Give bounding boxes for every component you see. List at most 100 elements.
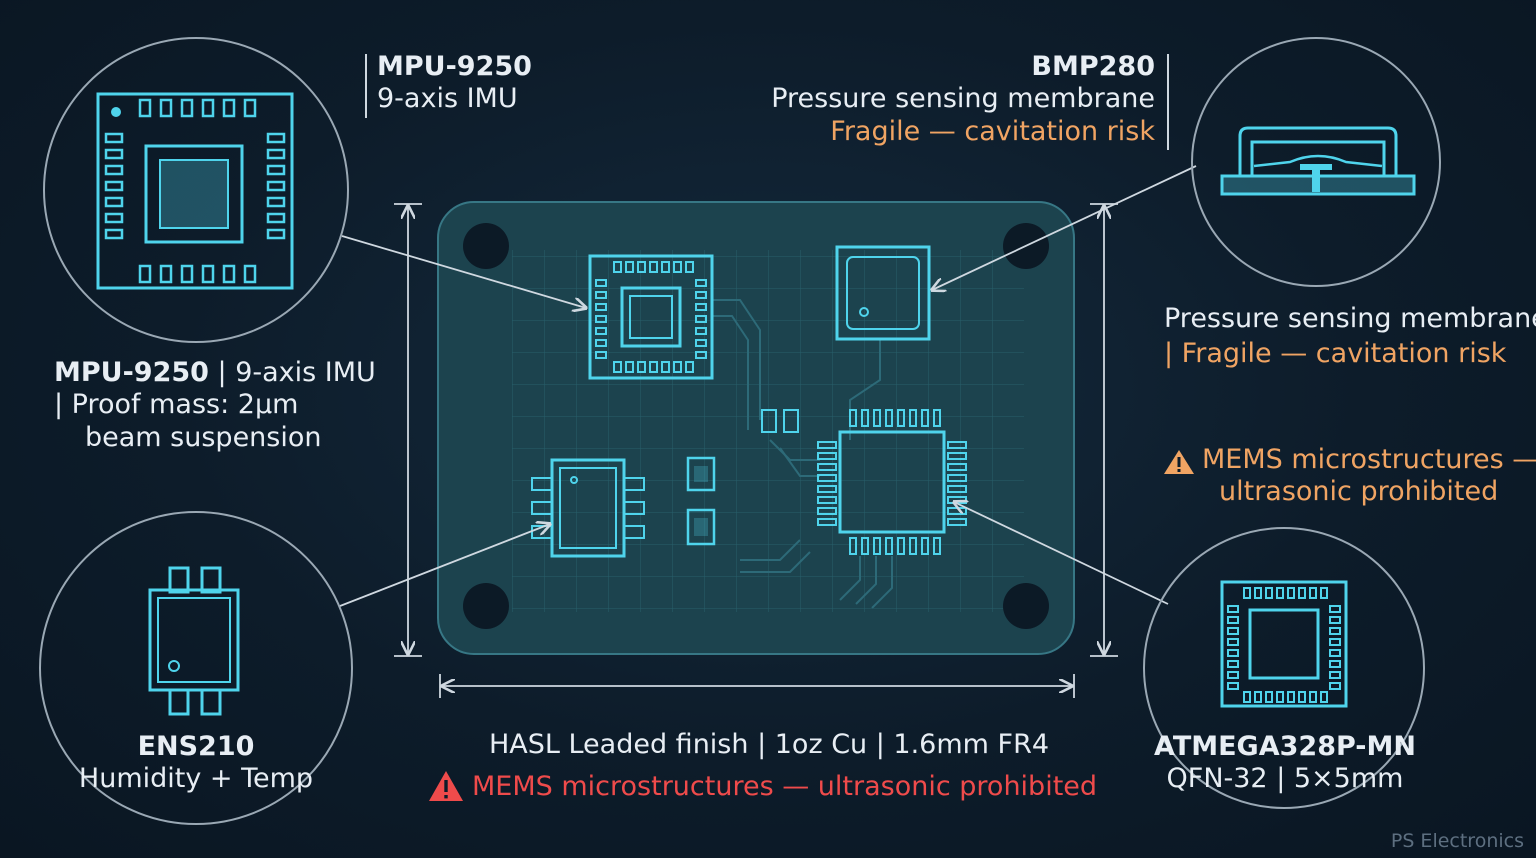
chip-pin: [1298, 587, 1306, 599]
chip-pin: [1227, 660, 1239, 668]
chip-pin: [649, 361, 658, 373]
chip-pin: [861, 537, 869, 555]
chip-pin: [159, 98, 173, 118]
chip-pin: [933, 537, 941, 555]
component-name: MPU-9250: [54, 357, 209, 388]
chip-pin: [1329, 660, 1341, 668]
chip-pin: [1227, 682, 1239, 690]
chip-pin: [1329, 649, 1341, 657]
chip-pin: [673, 261, 682, 273]
chip-pin: [1265, 691, 1273, 703]
magnifier-ens210: [39, 511, 353, 825]
chip-pin: [921, 537, 929, 555]
chip-pin: [1227, 671, 1239, 679]
membrane-line: Pressure sensing membrane: [1164, 303, 1536, 334]
chip-pin: [817, 474, 837, 482]
magnifier-bmp280: [1191, 37, 1441, 287]
chip-pin: [661, 261, 670, 273]
chip-pin: [1227, 649, 1239, 657]
chip-pin: [104, 180, 124, 192]
chip-pin: [1298, 691, 1306, 703]
chip-pin: [595, 339, 607, 347]
atmega-zoom: [1220, 580, 1348, 708]
chip-pin: [1329, 605, 1341, 613]
chip-pin: [595, 291, 607, 299]
chip-pin: [180, 98, 194, 118]
chip-pin: [933, 409, 941, 427]
chip-pin: [138, 264, 152, 284]
chip-pin: [637, 361, 646, 373]
chip-pin: [1243, 691, 1251, 703]
chip-pin: [685, 361, 694, 373]
resistor-pair: [761, 409, 799, 433]
chip-pin: [695, 279, 707, 287]
callout-mems-right: MEMS microstructures — ultrasonic prohib…: [1202, 444, 1536, 509]
chip-pin: [266, 164, 286, 176]
chip-pin: [861, 409, 869, 427]
chip-pin: [947, 518, 967, 526]
chip-pin: [625, 361, 634, 373]
chip-pin: [613, 261, 622, 273]
chip-pin: [1320, 691, 1328, 703]
chip-pin: [695, 315, 707, 323]
chip-pin: [222, 264, 236, 284]
ens210-zoom: [148, 566, 240, 716]
chip-pin: [266, 196, 286, 208]
chip-pin: [685, 261, 694, 273]
proof-mass-line: | Proof mass: 2μm: [54, 389, 299, 421]
chip-pin: [266, 228, 286, 240]
component-desc: 9-axis IMU: [377, 83, 518, 115]
chip-pin: [947, 485, 967, 493]
chip-pin: [909, 409, 917, 427]
chip-pin: [1329, 638, 1341, 646]
chip-pin: [885, 537, 893, 555]
chip-pin: [921, 409, 929, 427]
chip-pin: [695, 291, 707, 299]
suspension-line: beam suspension: [85, 421, 322, 453]
mpu9250-zoom: [96, 92, 294, 290]
mount-hole: [463, 223, 509, 269]
chip-pin: [947, 441, 967, 449]
component-name: ENS210: [137, 731, 255, 762]
chip-pin: [637, 261, 646, 273]
chip-pin: [661, 361, 670, 373]
chip-pin: [1309, 587, 1317, 599]
chip-pin: [595, 351, 607, 359]
chip-pin: [180, 264, 194, 284]
chip-pin: [817, 452, 837, 460]
pcb-traces: [712, 299, 893, 609]
chip-pin: [1227, 616, 1239, 624]
chip-pin: [201, 264, 215, 284]
mems-warning-line1: MEMS microstructures —: [1202, 444, 1536, 475]
chip-pin: [1227, 605, 1239, 613]
chip-pin: [817, 496, 837, 504]
chip-pin: [1320, 587, 1328, 599]
chip-pin: [1276, 587, 1284, 599]
dimension-lines: [394, 203, 1118, 698]
ens210-chip: [531, 458, 645, 558]
chip-pin: [266, 212, 286, 224]
chip-pin: [104, 148, 124, 160]
chip-pin: [1265, 587, 1273, 599]
bmp280-chip: [835, 245, 931, 341]
fragile-warning: Fragile — cavitation risk: [830, 115, 1155, 147]
chip-pin: [595, 303, 607, 311]
mount-hole: [463, 583, 509, 629]
chip-pin: [873, 409, 881, 427]
chip-pin: [104, 132, 124, 144]
callout-mpu-top: MPU-9250 9-axis IMU: [377, 51, 532, 116]
callout-bmp-right: Pressure sensing membrane | Fragile — ca…: [1164, 303, 1536, 371]
callout-mpu-left: MPU-9250 | 9-axis IMU | Proof mass: 2μm …: [54, 357, 376, 453]
chip-pin: [885, 409, 893, 427]
callout-arrows: [339, 165, 1197, 607]
chip-pin: [1287, 587, 1295, 599]
warning-icon: [1164, 450, 1194, 474]
chip-pin: [695, 327, 707, 335]
chip-pin: [1254, 587, 1262, 599]
chip-pin: [595, 279, 607, 287]
bmp280-zoom: [1220, 126, 1416, 196]
callout-bmp-top: BMP280 Pressure sensing membrane Fragile…: [771, 51, 1155, 148]
chip-pin: [201, 98, 215, 118]
chip-pin: [673, 361, 682, 373]
